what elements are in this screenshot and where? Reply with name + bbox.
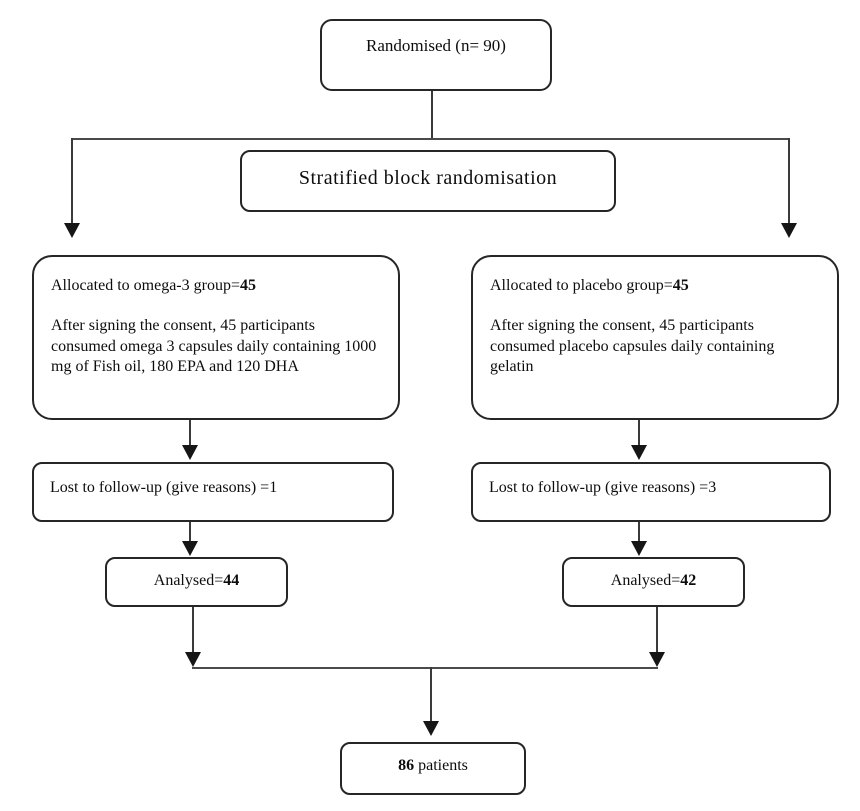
final-patients-label: 86 patients (398, 757, 468, 774)
final-patients-count: 86 (398, 757, 415, 774)
arrowhead-right-branch (781, 223, 797, 238)
omega-allocation-body: After signing the consent, 45 participan… (51, 316, 377, 376)
analysed-omega-count: 44 (223, 572, 240, 589)
stratified-randomisation-label: Stratified block randomisation (298, 167, 558, 189)
connector-lost-to-analysed-right (638, 522, 640, 543)
connector-analysed-right-down (656, 607, 658, 654)
omega-allocation-count: 45 (239, 277, 256, 294)
lost-followup-placebo-box: Lost to follow-up (give reasons) =3 (471, 462, 831, 522)
stratified-randomisation-box: Stratified block randomisation (240, 150, 616, 212)
connector-lost-to-analysed-left (189, 522, 191, 543)
randomised-box: Randomised (n= 90) (320, 19, 552, 91)
lost-followup-omega-label: Lost to follow-up (give reasons) =1 (50, 479, 278, 496)
connector-merge-horizontal (192, 667, 658, 669)
analysed-placebo-text: Analysed= (610, 572, 681, 589)
arrowhead-lost-to-analysed-right (631, 541, 647, 556)
lost-followup-placebo-label: Lost to follow-up (give reasons) =3 (489, 479, 717, 496)
placebo-allocation-body: After signing the consent, 45 participan… (490, 316, 775, 376)
placebo-allocation-box: Allocated to placebo group=45 After sign… (471, 255, 839, 420)
arrowhead-analysed-left-down (185, 652, 201, 667)
final-patients-text: patients (414, 757, 468, 774)
arrowhead-lost-to-analysed-left (182, 541, 198, 556)
lost-followup-omega-box: Lost to follow-up (give reasons) =1 (32, 462, 394, 522)
omega-allocation-title: Allocated to omega-3 group=45 (51, 276, 381, 297)
connector-branch-left (71, 138, 73, 224)
analysed-placebo-box: Analysed=42 (562, 557, 745, 607)
omega-allocation-title-text: Allocated to omega-3 group= (51, 277, 240, 294)
placebo-allocation-title-text: Allocated to placebo group= (490, 277, 673, 294)
randomised-label: Randomised (n= 90) (366, 36, 506, 55)
arrowhead-merge-down (423, 721, 439, 736)
analysed-omega-label: Analysed=44 (154, 572, 239, 589)
placebo-allocation-count: 45 (672, 277, 689, 294)
connector-omega-to-lost (189, 420, 191, 448)
final-patients-box: 86 patients (340, 742, 526, 795)
analysed-placebo-label: Analysed=42 (611, 572, 696, 589)
connector-branch-horizontal (72, 138, 790, 140)
connector-merge-down (430, 667, 432, 723)
omega-allocation-box: Allocated to omega-3 group=45 After sign… (32, 255, 400, 420)
placebo-allocation-title: Allocated to placebo group=45 (490, 276, 820, 297)
connector-branch-right (788, 138, 790, 224)
arrowhead-analysed-right-down (649, 652, 665, 667)
analysed-placebo-count: 42 (680, 572, 697, 589)
arrowhead-omega-to-lost (182, 445, 198, 460)
connector-analysed-left-down (192, 607, 194, 654)
arrowhead-left-branch (64, 223, 80, 238)
analysed-omega-box: Analysed=44 (105, 557, 288, 607)
arrowhead-placebo-to-lost (631, 445, 647, 460)
analysed-omega-text: Analysed= (153, 572, 224, 589)
connector-randomised-down (431, 91, 433, 139)
connector-placebo-to-lost (638, 420, 640, 448)
